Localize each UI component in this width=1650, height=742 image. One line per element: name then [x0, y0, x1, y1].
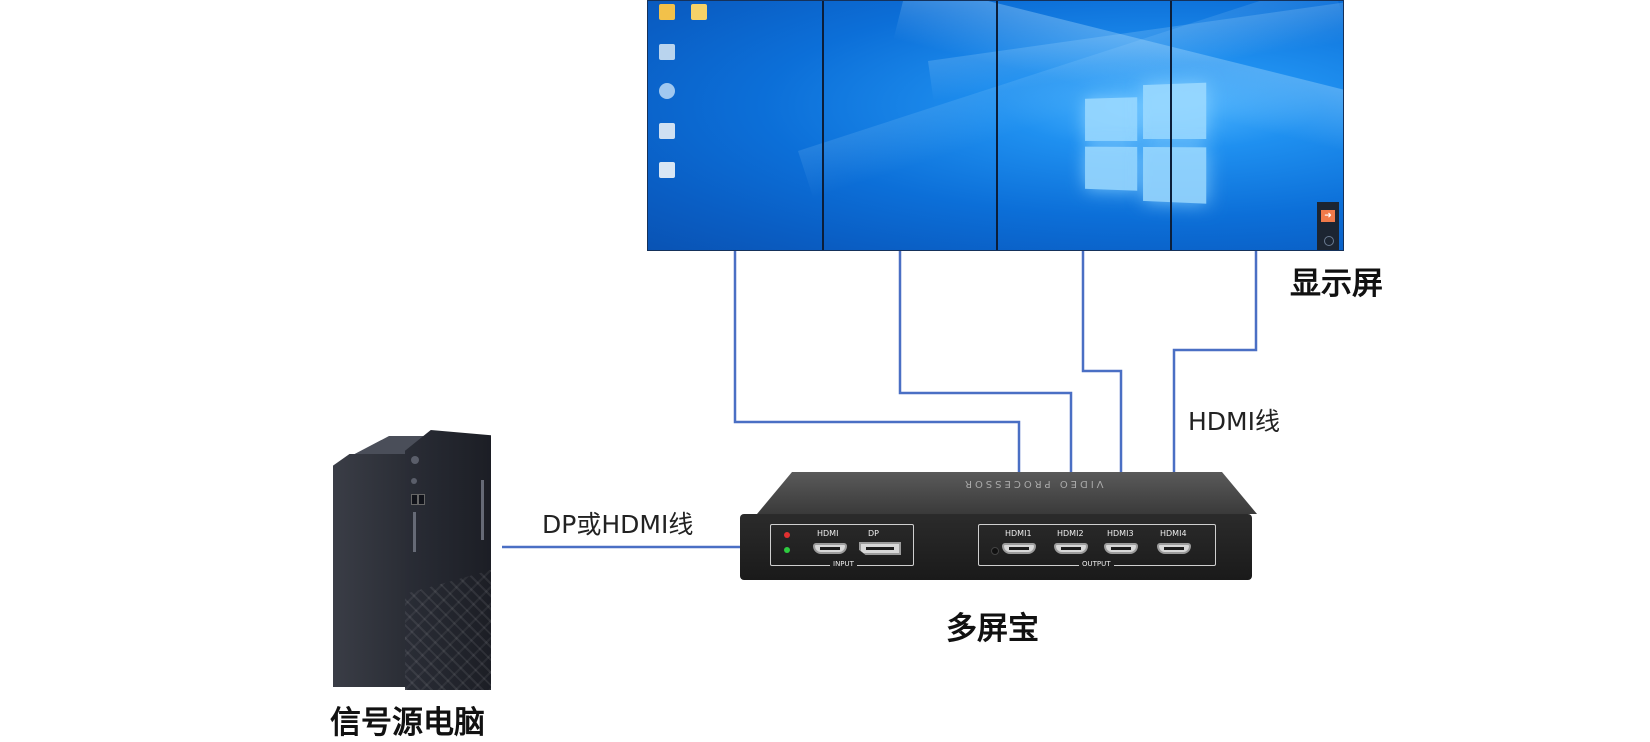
source-pc-label: 信号源电脑 — [330, 705, 485, 741]
input-dp-port[interactable] — [859, 542, 901, 555]
side-tray: ➜ — [1317, 202, 1339, 250]
output-hdmi1-port[interactable] — [1002, 543, 1036, 554]
desktop-icon[interactable] — [656, 123, 678, 147]
screen-seam — [822, 1, 824, 250]
hdmi-cable-label: HDMI线 — [1188, 407, 1280, 436]
reset-button[interactable] — [411, 478, 417, 484]
pc-tower — [333, 430, 503, 692]
desktop-icon[interactable] — [656, 4, 678, 28]
output-hdmi3-port[interactable] — [1104, 543, 1138, 554]
output-hdmi4-port[interactable] — [1157, 543, 1191, 554]
status-led — [784, 547, 790, 553]
usb-port — [418, 494, 425, 505]
power-button[interactable] — [411, 456, 419, 464]
circle-icon[interactable] — [1324, 236, 1334, 246]
input-caption: INPUT — [830, 560, 857, 568]
input-group: HDMI DP — [770, 524, 914, 566]
arrow-icon[interactable]: ➜ — [1321, 210, 1335, 222]
side-vent — [481, 480, 484, 540]
input-dp-label: DP — [868, 529, 879, 538]
input-hdmi-label: HDMI — [817, 529, 839, 538]
drive-slot — [413, 512, 416, 552]
pc-front-pattern — [405, 570, 491, 690]
pc-front-panel — [405, 430, 491, 690]
input-hdmi-port[interactable] — [813, 543, 847, 554]
screen-seam — [996, 1, 998, 250]
device-label: 多屏宝 — [946, 611, 1039, 647]
dp-cable-label: DP或HDMI线 — [542, 510, 694, 539]
display-label: 显示屏 — [1290, 266, 1383, 302]
output-hdmi2-port[interactable] — [1054, 543, 1088, 554]
output-hdmi2-label: HDMI2 — [1057, 529, 1084, 538]
video-processor: HDMI DP INPUT HDMI1 HDMI2 HDMI3 HDMI4 OU… — [740, 514, 1252, 580]
processor-top-print: VIDEO PROCESSOR — [962, 478, 1104, 489]
desktop-icon[interactable] — [656, 162, 678, 186]
processor-top: VIDEO PROCESSOR — [757, 472, 1257, 514]
power-led — [784, 532, 790, 538]
usb-port — [411, 494, 418, 505]
pc-side-panel — [333, 454, 408, 687]
output-caption: OUTPUT — [1079, 560, 1114, 568]
video-wall: ➜ — [647, 0, 1344, 251]
windows-logo-icon — [1085, 82, 1210, 204]
output-hdmi3-label: HDMI3 — [1107, 529, 1134, 538]
output-hdmi1-label: HDMI1 — [1005, 529, 1032, 538]
output-led — [991, 547, 999, 555]
output-hdmi4-label: HDMI4 — [1160, 529, 1187, 538]
desktop-icon[interactable] — [688, 4, 710, 28]
screen-seam — [1170, 1, 1172, 250]
desktop-icon[interactable] — [656, 44, 678, 68]
desktop-icon[interactable] — [656, 83, 678, 107]
